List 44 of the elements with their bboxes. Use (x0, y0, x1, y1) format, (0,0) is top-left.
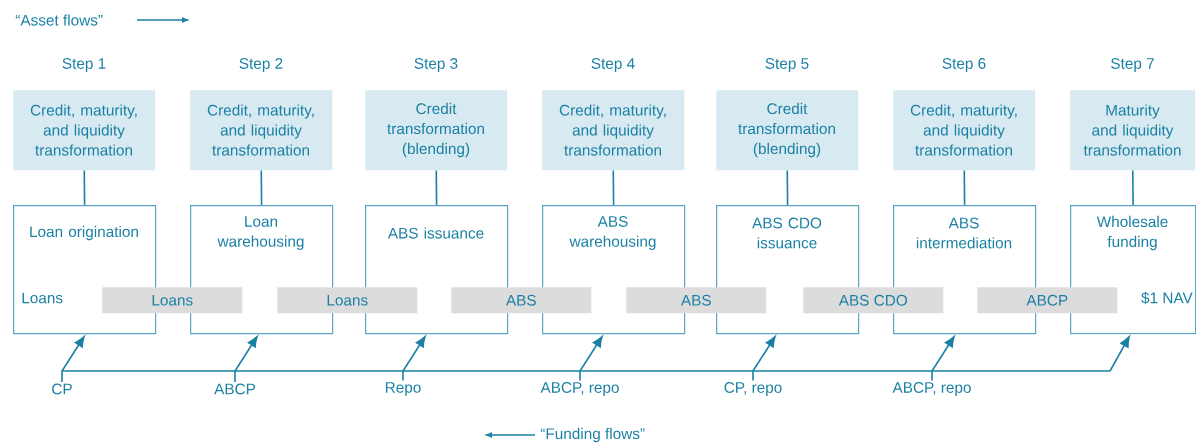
asset-bar: ABCP (977, 287, 1118, 314)
connector-line (83, 169, 86, 206)
flow-label: $1 NAV (1141, 291, 1193, 305)
transformation-text: Credit, maturity, and liquidity transformation (207, 104, 314, 156)
connector-line (435, 169, 438, 206)
step-heading: Step 6 (942, 58, 986, 72)
connector-line (786, 169, 789, 206)
arrow (234, 336, 258, 383)
funding-label: ABCP (214, 383, 256, 395)
flow-label: Loans (22, 292, 63, 304)
connector-line (260, 169, 263, 206)
asset-bar: Loans (102, 287, 243, 314)
asset-bar: ABS (451, 287, 592, 314)
transformation-text: Credit, maturity, and liquidity transformation (910, 104, 1017, 156)
asset-bar: Loans (277, 287, 418, 314)
arrow (1109, 336, 1130, 372)
step-heading: Step 2 (239, 58, 283, 72)
connector-line (963, 169, 966, 206)
arrow (931, 336, 955, 382)
step-heading: Step 3 (414, 58, 458, 72)
connector-line (612, 169, 615, 206)
funding-label: CP (52, 383, 72, 395)
arrow (61, 336, 85, 383)
transformation-text: Maturity and liquidity transformation (1083, 104, 1181, 156)
flow-caption: “Asset flows” (15, 14, 103, 26)
step-heading: Step 5 (765, 58, 809, 72)
funding-label: ABCP, repo (540, 382, 619, 396)
flow-caption: “Funding flows” (540, 427, 645, 443)
transformation-text: Credit, maturity, and liquidity transformation (30, 104, 137, 156)
connector-line (1131, 169, 1134, 206)
asset-bar: ABS CDO (803, 287, 944, 314)
step-heading: Step 7 (1111, 58, 1154, 72)
transformation-text: Credit, maturity, and liquidity transformation (559, 104, 666, 156)
arrow (579, 336, 603, 382)
funding-label: Repo (385, 382, 421, 396)
asset-bar: ABS (626, 287, 767, 314)
arrow (402, 336, 426, 382)
arrow (752, 336, 776, 382)
step-heading: Step 1 (62, 58, 106, 72)
transformation-text: Credit transformation (blending) (387, 102, 484, 158)
transformation-text: Credit transformation (blending) (738, 102, 835, 158)
funding-label: CP, repo (724, 382, 782, 396)
funding-label: ABCP, repo (892, 382, 971, 396)
step-heading: Step 4 (591, 58, 635, 72)
